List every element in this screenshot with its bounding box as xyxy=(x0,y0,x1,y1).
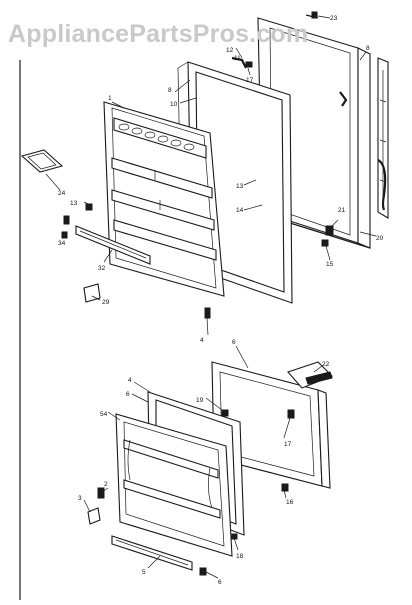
callout-label: 1 xyxy=(108,95,112,102)
callout-label: 29 xyxy=(102,299,110,306)
butter-door-part xyxy=(20,149,64,173)
callout-label: 19 xyxy=(196,397,204,404)
callout-label: 17 xyxy=(246,77,254,84)
callout-label: 20 xyxy=(376,235,384,242)
callout-label: 3 xyxy=(78,495,82,502)
callout-label: 2 xyxy=(104,481,108,488)
callout-label: 4 xyxy=(128,377,132,384)
callout-label: 6 xyxy=(218,579,222,586)
callout-label: 11 xyxy=(234,55,241,62)
callout-label: 21 xyxy=(338,207,346,214)
callout-label: 32 xyxy=(98,265,106,272)
callout-label: 17 xyxy=(284,441,292,448)
callout-label: 8 xyxy=(168,87,172,94)
upper-inner-door-liner xyxy=(103,101,225,297)
callout-label: 22 xyxy=(322,361,330,368)
callout-label: 15 xyxy=(326,261,334,268)
lower-inner-door-liner xyxy=(115,413,233,557)
watermark: AppliancePartsPros.com xyxy=(8,20,309,48)
upper-handle-strip xyxy=(377,57,389,219)
lower-hardware xyxy=(87,409,295,576)
callout-label: 14 xyxy=(236,207,244,214)
callout-label: 18 xyxy=(236,553,244,560)
callout-label: 34 xyxy=(58,240,66,247)
callout-label: 13 xyxy=(70,200,78,207)
upper-hardware xyxy=(61,11,348,319)
lower-bottom-trim xyxy=(111,535,193,571)
callout-label: 6 xyxy=(232,339,236,346)
callout-label: 54 xyxy=(100,411,108,418)
leader-lines xyxy=(45,15,377,579)
callout-label: 4 xyxy=(200,337,204,344)
lower-handle-bracket xyxy=(287,361,333,389)
callout-label: 23 xyxy=(330,15,338,22)
callout-label: 6 xyxy=(126,391,130,398)
callout-label: 16 xyxy=(286,499,294,506)
callout-labels: 1 8 10 8 12 11 17 23 13 14 21 20 15 24 1… xyxy=(58,15,384,586)
callout-label: 5 xyxy=(142,569,146,576)
callout-label: 13 xyxy=(236,183,244,190)
callout-label: 8 xyxy=(366,45,370,52)
callout-label: 24 xyxy=(58,190,66,197)
callout-label: 12 xyxy=(226,47,234,54)
callout-label: 10 xyxy=(170,101,178,108)
